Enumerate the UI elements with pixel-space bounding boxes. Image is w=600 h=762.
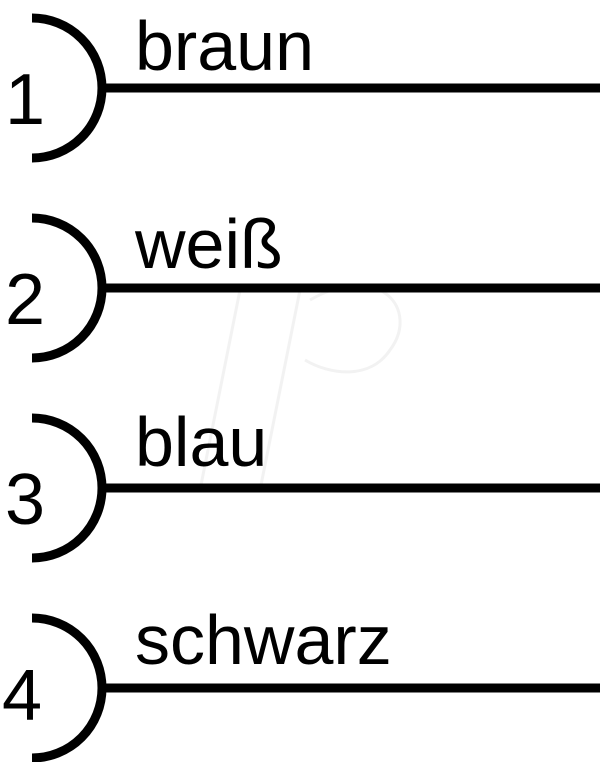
pin-number: 3 xyxy=(5,460,45,540)
pin-number: 2 xyxy=(5,260,45,340)
wire-color-label: blau xyxy=(135,403,267,481)
wire-color-label: braun xyxy=(135,7,314,85)
wire-color-label: schwarz xyxy=(135,601,392,679)
pin-row-3: 3 blau xyxy=(5,403,600,563)
pin-row-2: 2 weiß xyxy=(5,205,600,363)
pin-row-4: 4 schwarz xyxy=(2,601,600,762)
wire-color-label: weiß xyxy=(134,205,283,283)
pin-number: 4 xyxy=(2,656,42,736)
pin-contact-arc xyxy=(31,613,107,762)
pin-number: 1 xyxy=(5,60,45,140)
pin-row-1: 1 braun xyxy=(5,7,600,163)
